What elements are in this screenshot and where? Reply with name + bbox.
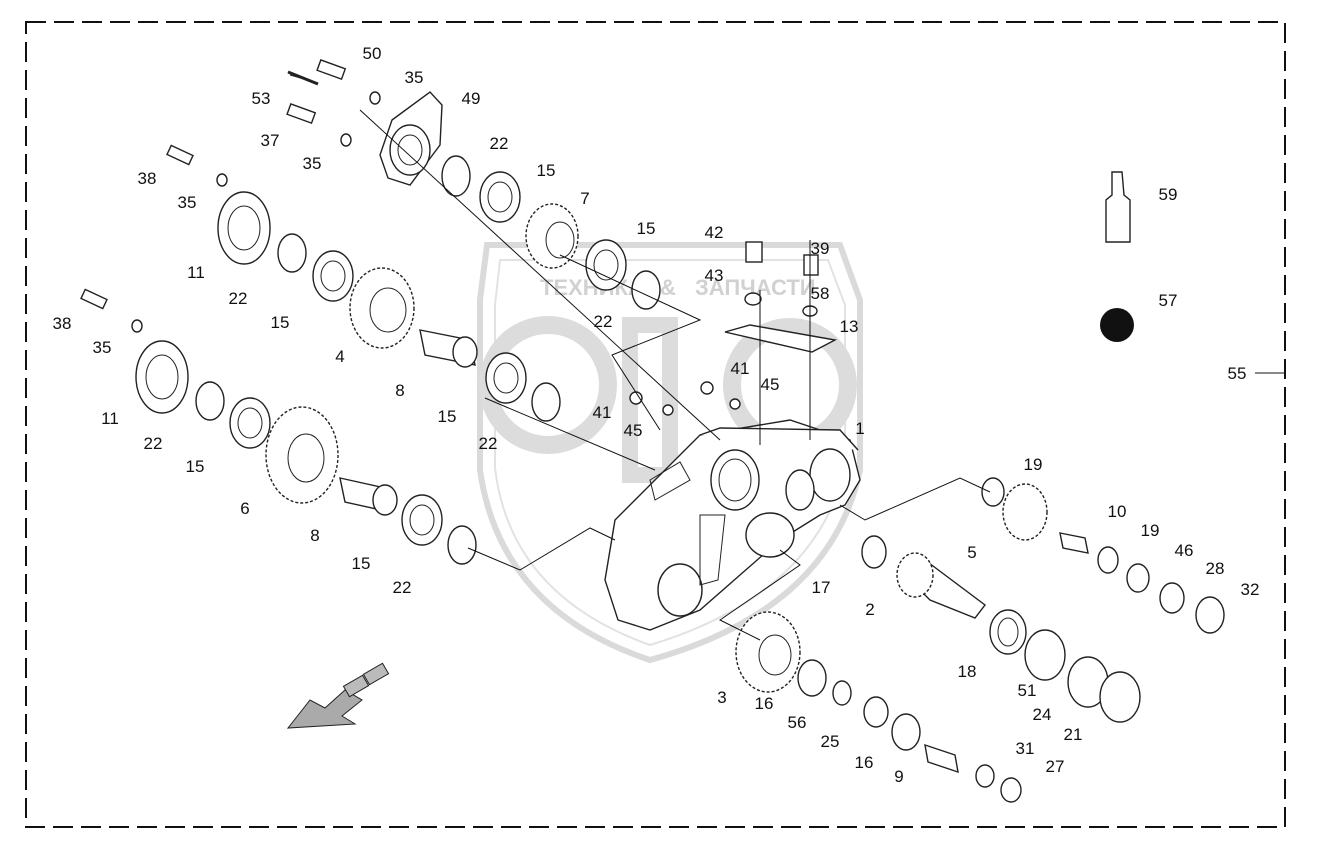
assembly-lines: [359, 109, 1285, 641]
callout-label: 4: [335, 347, 344, 366]
plate-13: [724, 324, 838, 353]
callout-label: 59: [1159, 185, 1178, 204]
callout-label: 31: [1016, 739, 1035, 758]
direction-arrow: [286, 662, 390, 729]
callout-label: 2: [865, 600, 874, 619]
bearing-cap-11-upper: [217, 191, 271, 265]
gear-4: [349, 267, 415, 349]
callout-label: 35: [303, 154, 322, 173]
callout-label: 16: [855, 753, 874, 772]
callout-label: 24: [1033, 705, 1052, 724]
callout-label: 17: [812, 578, 831, 597]
callout-label: 22: [594, 312, 613, 331]
callout-label: 11: [101, 409, 119, 428]
callout-label: 49: [462, 89, 481, 108]
callout-label: 50: [363, 44, 382, 63]
callout-label: 27: [1046, 757, 1065, 776]
callout-label: 8: [310, 526, 319, 545]
callout-label: 28: [1206, 559, 1225, 578]
callout-label: 15: [537, 161, 556, 180]
callout-label: 38: [138, 169, 157, 188]
callout-label: 22: [490, 134, 509, 153]
bearings-and-seals: [195, 155, 1225, 803]
callout-label: 45: [624, 421, 643, 440]
callout-label: 5: [967, 543, 976, 562]
callout-label: 22: [393, 578, 412, 597]
callout-label: 15: [271, 313, 290, 332]
gearbox-housing: [604, 419, 861, 631]
callout-label: 39: [811, 239, 830, 258]
callout-label: 7: [580, 189, 589, 208]
callout-label: 22: [479, 434, 498, 453]
sealant-tube-59: [1105, 171, 1131, 243]
callout-label: 37: [261, 131, 280, 150]
callout-label: 25: [821, 732, 840, 751]
gears: [265, 203, 1048, 693]
callout-label: 21: [1064, 725, 1083, 744]
callout-label: 1: [855, 419, 864, 438]
pin-53: [287, 70, 319, 86]
callout-label: 9: [894, 767, 903, 786]
bearing-cap-11-lower: [135, 340, 189, 414]
callout-label: 15: [186, 457, 205, 476]
callout-label: 41: [593, 403, 612, 422]
callout-label: 45: [761, 375, 780, 394]
callout-label: 38: [53, 314, 72, 333]
callout-label: 51: [1018, 681, 1037, 700]
callout-label: 11: [187, 263, 205, 282]
callout-label: 19: [1024, 455, 1043, 474]
callout-label: 35: [178, 193, 197, 212]
callout-label: 42: [705, 223, 724, 242]
callout-label: 16: [755, 694, 774, 713]
callout-label: 15: [637, 219, 656, 238]
callout-label: 15: [438, 407, 457, 426]
callout-label: 58: [811, 284, 830, 303]
callout-label: 3: [717, 688, 726, 707]
callout-label: 10: [1108, 502, 1127, 521]
callout-label: 18: [958, 662, 977, 681]
gear-5: [1002, 483, 1048, 541]
sleeves: [339, 329, 1089, 774]
callout-label: 6: [240, 499, 249, 518]
callout-label: 41: [731, 359, 750, 378]
callout-label: 53: [252, 89, 271, 108]
callout-label: 32: [1241, 580, 1260, 599]
kit-border: [25, 21, 1286, 828]
grease-57: [1100, 308, 1134, 342]
callout-label: 22: [144, 434, 163, 453]
callout-label: 56: [788, 713, 807, 732]
callout-label: 15: [352, 554, 371, 573]
callout-label: 22: [229, 289, 248, 308]
cover-49: [379, 91, 443, 186]
callout-label: 35: [93, 338, 112, 357]
callout-label: 19: [1141, 521, 1160, 540]
callout-label: 46: [1175, 541, 1194, 560]
gear-6: [265, 406, 339, 504]
callout-label: 13: [840, 317, 859, 336]
callout-label: 35: [405, 68, 424, 87]
watermark-separator: &: [660, 275, 676, 300]
gear-7: [525, 203, 579, 269]
callout-label: 57: [1159, 291, 1178, 310]
callout-label: 8: [395, 381, 404, 400]
callout-label: 43: [705, 266, 724, 285]
callout-label: 55: [1228, 364, 1247, 383]
